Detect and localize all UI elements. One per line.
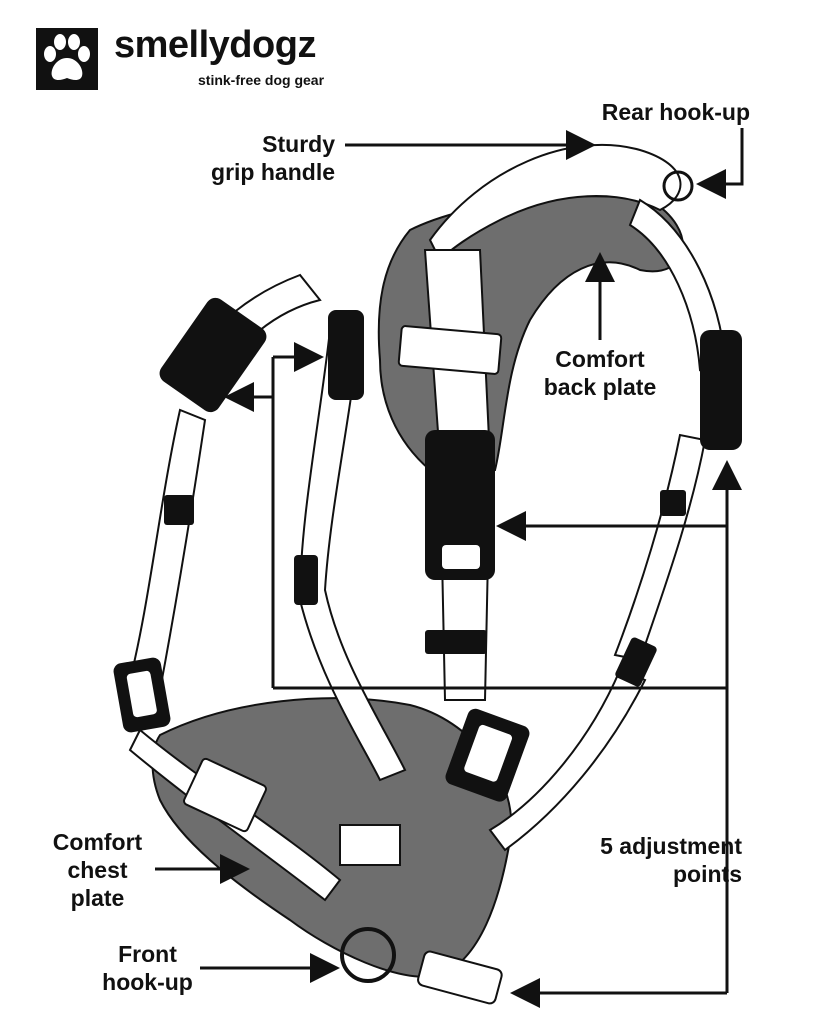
center-lower-slider-window	[464, 724, 513, 782]
back-velcro	[397, 325, 503, 375]
chest-plate-text-3: plate	[70, 885, 125, 911]
inner-left-strap	[298, 329, 407, 782]
grip-handle-text-1: Sturdy	[262, 131, 335, 157]
brand-name: smellydogz	[114, 24, 316, 66]
right-back-buckle	[700, 330, 742, 450]
lower-right-strap	[488, 668, 647, 852]
adjustment-text-1: 5 adjustment	[600, 833, 742, 859]
chest-label	[339, 824, 401, 866]
chest-plate-text-2: chest	[67, 857, 128, 883]
center-keeper	[425, 630, 487, 654]
brand-tagline: stink-free dog gear	[198, 72, 325, 88]
grip-handle-label: Sturdy grip handle	[160, 130, 335, 186]
left-side-strap	[128, 408, 207, 692]
back-plate-text-2: back plate	[543, 374, 657, 400]
rear-hookup-ring	[662, 170, 694, 202]
adjustment-pointers	[224, 342, 742, 1008]
back-plate-text-1: Comfort	[555, 346, 645, 372]
rear-hookup-text: Rear hook-up	[601, 99, 750, 125]
left-shoulder-buckle	[159, 297, 267, 413]
rear-hookup-label: Rear hook-up	[560, 98, 750, 126]
back-buckle-window	[442, 545, 480, 569]
front-hookup-ring	[340, 927, 396, 983]
inner-left-keeper	[294, 555, 318, 605]
right-side-strap	[613, 433, 707, 662]
rear-hookup-pointer	[696, 128, 744, 199]
inner-left-buckle	[328, 310, 364, 400]
left-side-keeper	[164, 495, 194, 525]
grip-handle-text-2: grip handle	[211, 159, 335, 185]
right-side-keeper	[615, 637, 657, 687]
front-hookup-text-1: Front	[118, 941, 177, 967]
front-hookup-text-2: hook-up	[102, 969, 193, 995]
chest-clasp	[417, 950, 503, 1005]
chest-velcro	[183, 757, 267, 833]
adjustment-points-label: 5 adjustment points	[560, 832, 742, 888]
chest-plate-label: Comfort chest plate	[40, 828, 155, 912]
adjustment-text-2: points	[673, 861, 742, 887]
chest-plate-text-1: Comfort	[52, 829, 143, 855]
back-plate-label: Comfort back plate	[520, 345, 680, 401]
grip-handle	[428, 143, 682, 262]
brand-logo	[36, 28, 98, 90]
front-hookup-label: Front hook-up	[90, 940, 205, 996]
back-buckle	[425, 430, 495, 580]
right-upper-keeper	[660, 490, 686, 516]
left-lower-slider-window	[126, 670, 157, 718]
paw-icon	[44, 34, 90, 80]
chest-plate	[151, 697, 513, 978]
